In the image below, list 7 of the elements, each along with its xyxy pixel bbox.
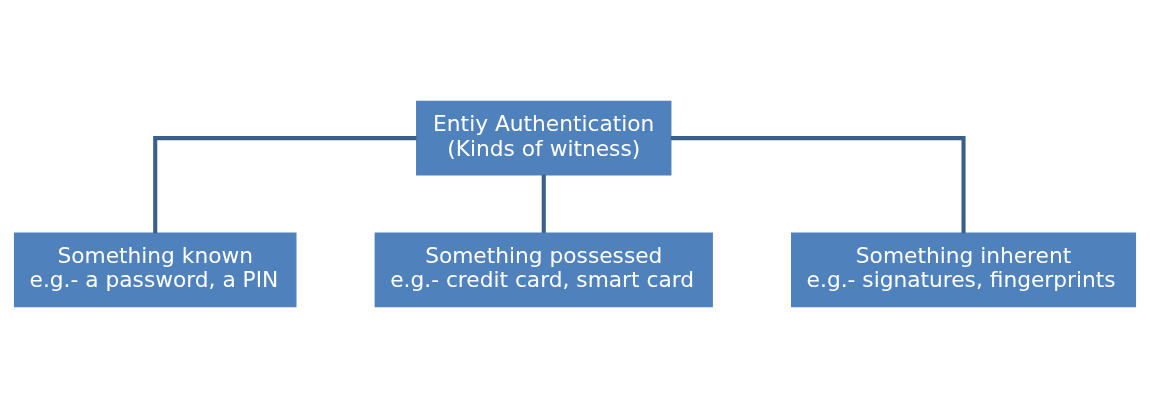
node-box: Something inherent e.g.- signatures, fingerprints — [791, 232, 1137, 308]
connector — [153, 136, 417, 234]
connector — [541, 174, 546, 233]
node-box: Entiy Authentication (Kinds of witness) — [416, 100, 672, 176]
node-box: Something possessed e.g.- credit card, smart card — [374, 232, 713, 308]
connector — [670, 136, 966, 234]
node-box: Something known e.g.- a password, a PIN — [13, 232, 297, 308]
